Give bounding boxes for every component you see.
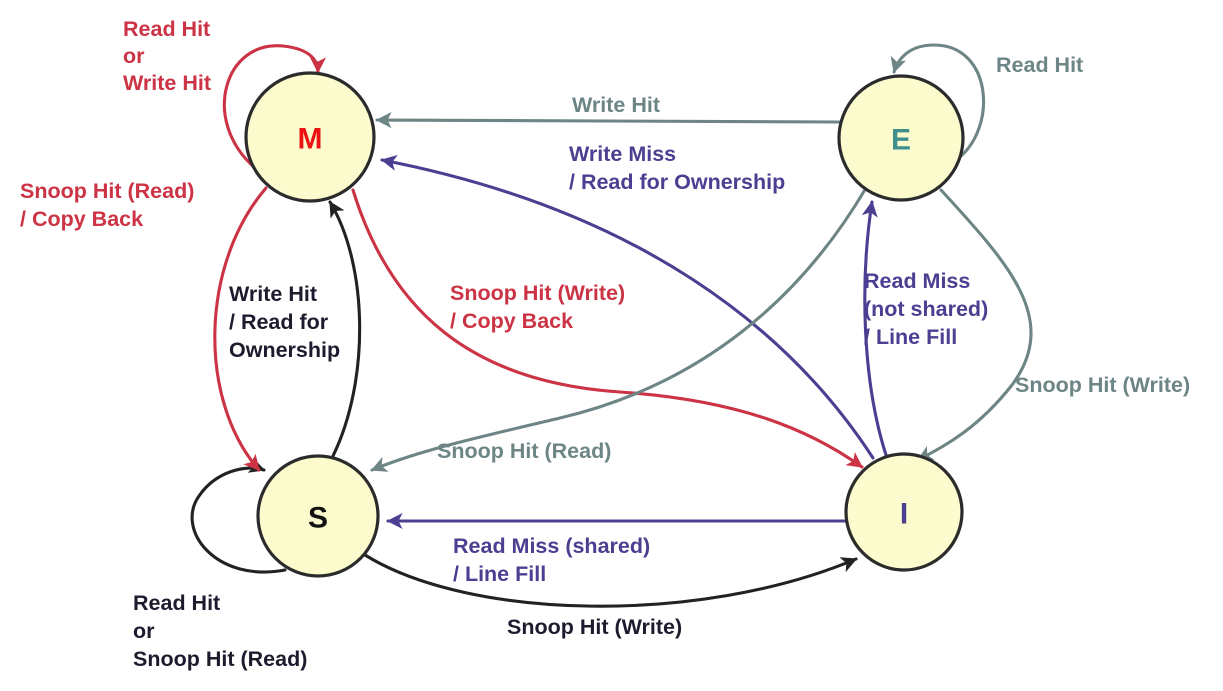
edge-s-to-i <box>363 553 858 608</box>
edge-i-to-e <box>861 200 888 457</box>
state-node-m[interactable]: M <box>244 71 376 203</box>
edge-label-e-to-s-line1: Snoop Hit (Read) <box>437 439 611 463</box>
edge-label-m-to-i-line1: Snoop Hit (Write) <box>450 281 625 305</box>
edge-s-self <box>190 457 287 574</box>
edges-layer <box>190 43 1033 608</box>
state-label-s: S <box>308 502 328 535</box>
edge-label-s-to-m-line1: Write Hit <box>229 282 317 306</box>
state-node-i[interactable]: I <box>844 452 964 572</box>
edge-label-i-to-e-line3: / Line Fill <box>864 325 957 349</box>
state-label-e: E <box>891 124 911 157</box>
edge-label-e-to-i: Snoop Hit (Write) <box>1015 373 1190 397</box>
edge-label-e-self-line1: Read Hit <box>996 53 1083 77</box>
edge-label-e-to-i-line1: Snoop Hit (Write) <box>1015 373 1190 397</box>
edge-label-s-to-i-line1: Snoop Hit (Write) <box>507 615 682 639</box>
edge-label-i-to-m: Write Miss / Read for Ownership <box>569 142 785 194</box>
edge-label-s-self-line2: or <box>133 619 155 643</box>
state-label-i: I <box>900 498 908 531</box>
state-circle-i[interactable] <box>844 452 964 572</box>
nodes-layer: M E S I <box>244 71 965 578</box>
edge-m-self <box>222 44 327 170</box>
state-circle-m[interactable] <box>244 71 376 203</box>
edge-label-e-to-s: Snoop Hit (Read) <box>437 439 611 463</box>
state-node-e[interactable]: E <box>837 74 965 202</box>
edge-label-s-self: Read Hit or Snoop Hit (Read) <box>133 591 307 671</box>
edge-label-m-self: Read Hit or Write Hit <box>123 17 211 95</box>
edge-label-i-to-m-line2: / Read for Ownership <box>569 170 785 194</box>
edge-label-e-to-m-line1: Write Hit <box>572 93 660 117</box>
edge-i-to-m <box>380 154 875 460</box>
edge-e-to-m <box>375 112 841 129</box>
edge-e-self <box>890 43 986 162</box>
edge-label-s-to-m-line3: Ownership <box>229 338 340 362</box>
edge-label-m-to-s-line2: / Copy Back <box>20 207 143 231</box>
edge-label-i-to-e: Read Miss (not shared) / Line Fill <box>864 269 988 349</box>
edge-label-m-to-i-line2: / Copy Back <box>450 309 573 333</box>
edge-labels-layer: Read Hit or Write Hit Read Hit Write Hit… <box>20 17 1190 671</box>
edge-label-m-self-line2: or <box>123 44 145 68</box>
edge-label-e-self: Read Hit <box>996 53 1083 77</box>
edge-m-to-s <box>213 186 268 472</box>
edge-label-i-to-s: Read Miss (shared) / Line Fill <box>453 534 650 586</box>
edge-m-to-i <box>351 188 864 469</box>
edge-label-s-to-m: Write Hit / Read for Ownership <box>229 282 340 362</box>
edge-label-m-to-i: Snoop Hit (Write) / Copy Back <box>450 281 625 333</box>
edge-e-to-s <box>370 186 868 472</box>
edge-s-to-m <box>328 200 362 458</box>
edge-label-s-self-line1: Read Hit <box>133 591 220 615</box>
edge-label-e-to-m: Write Hit <box>572 93 660 117</box>
edge-label-i-to-m-line1: Write Miss <box>569 142 676 166</box>
edge-label-i-to-s-line1: Read Miss (shared) <box>453 534 650 558</box>
edge-label-i-to-e-line2: (not shared) <box>864 297 988 321</box>
edge-label-m-to-s-line1: Snoop Hit (Read) <box>20 179 194 203</box>
edge-label-s-to-i: Snoop Hit (Write) <box>507 615 682 639</box>
state-node-s[interactable]: S <box>256 454 380 578</box>
edge-label-s-self-line3: Snoop Hit (Read) <box>133 647 307 671</box>
edge-label-m-self-line3: Write Hit <box>123 71 211 95</box>
edge-label-m-to-s: Snoop Hit (Read) / Copy Back <box>20 179 194 231</box>
state-circle-s[interactable] <box>256 454 380 578</box>
edge-label-i-to-s-line2: / Line Fill <box>453 562 546 586</box>
edge-label-m-self-line1: Read Hit <box>123 17 210 41</box>
state-circle-e[interactable] <box>837 74 965 202</box>
edge-label-s-to-m-line2: / Read for <box>229 310 329 334</box>
edge-label-i-to-e-line1: Read Miss <box>864 269 970 293</box>
edge-e-to-i <box>916 188 1033 462</box>
state-label-m: M <box>298 123 323 156</box>
